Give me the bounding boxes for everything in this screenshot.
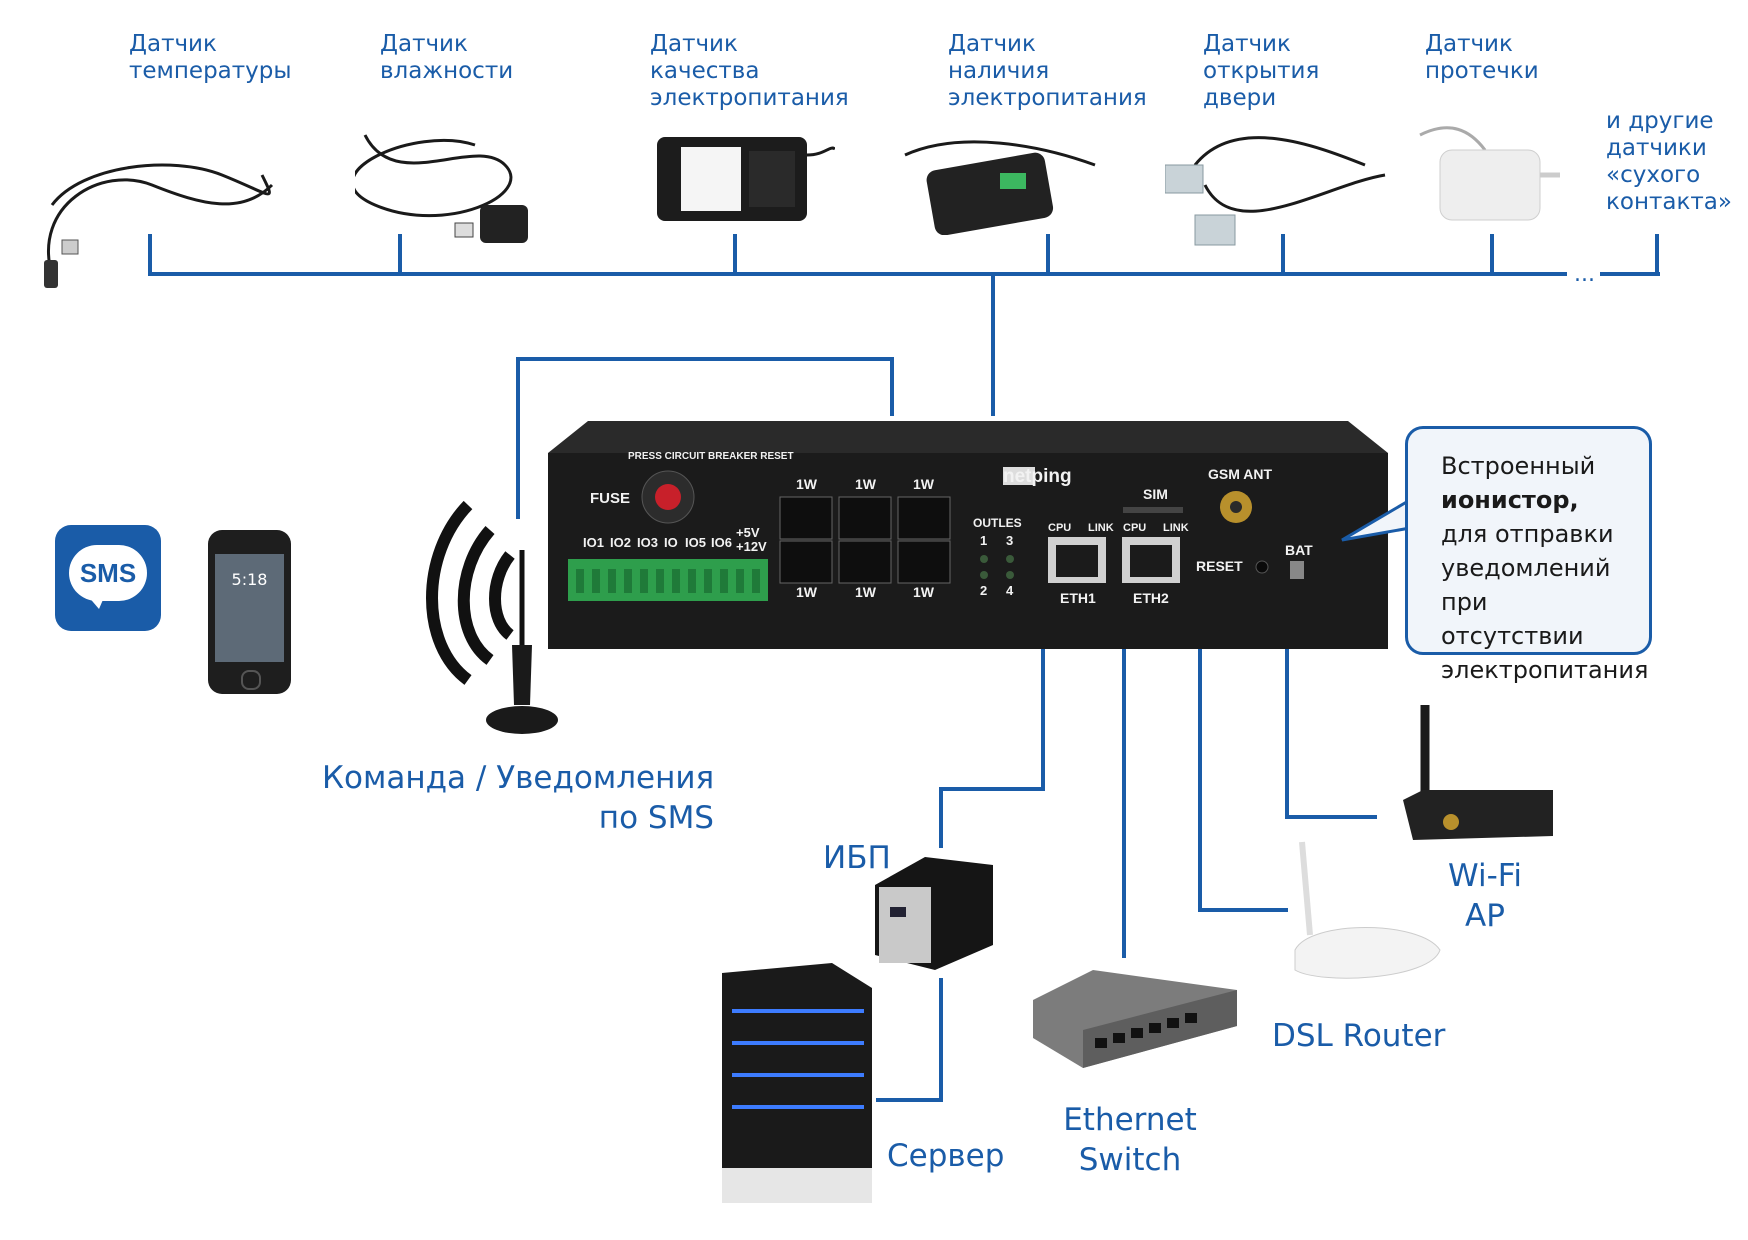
callout-pointer	[1341, 498, 1411, 542]
cpu-label: CPU	[1048, 522, 1071, 534]
cpu-label: CPU	[1123, 522, 1146, 534]
ellipsis: ...	[1574, 262, 1595, 287]
server-label: Сервер	[887, 1138, 1005, 1174]
eth2-label: ETH2	[1133, 590, 1169, 606]
link-label: LINK	[1163, 522, 1189, 534]
io-label: IO1	[583, 535, 604, 550]
bat-label: BAT	[1285, 542, 1313, 558]
gsm-ant-label: GSM ANT	[1208, 466, 1272, 482]
ups-image	[875, 857, 993, 970]
power-quality-sensor-image	[657, 137, 835, 221]
brand-logo: netping	[1003, 466, 1072, 487]
reset-label: RESET	[1196, 558, 1243, 574]
antenna-image	[426, 500, 558, 734]
onewire-label: 1W	[913, 584, 935, 600]
onewire-label: 1W	[796, 584, 818, 600]
onewire-label: 1W	[855, 476, 877, 492]
io-label: IO6	[711, 535, 732, 550]
mobile-phone: 5:18	[208, 530, 291, 694]
onewire-label: 1W	[913, 476, 935, 492]
outlets-label: OUTLES	[973, 516, 1022, 530]
onewire-label: 1W	[855, 584, 877, 600]
phone-time: 5:18	[231, 570, 268, 589]
io-label: IO	[664, 535, 678, 550]
io-label: IO2	[610, 535, 631, 550]
ups-label: ИБП	[823, 840, 891, 876]
outlet-number: 1	[980, 533, 987, 548]
leak-sensor-image	[1419, 126, 1560, 221]
sms-icon: SMS	[55, 525, 161, 631]
switch-image	[1033, 970, 1237, 1068]
router-image	[1294, 841, 1441, 979]
io-label: +5V	[736, 525, 760, 540]
power-presence-sensor-image	[904, 140, 1096, 235]
io-label: IO3	[637, 535, 658, 550]
io-label: +12V	[736, 539, 767, 554]
link-label: LINK	[1088, 522, 1114, 534]
humidity-sensor-image	[355, 134, 528, 243]
netping-device: FUSE PRESS CIRCUIT BREAKER RESET IO1 IO2…	[548, 421, 1388, 649]
fuse-label: FUSE	[590, 490, 630, 507]
breaker-label: PRESS CIRCUIT BREAKER RESET	[628, 451, 794, 462]
server-image	[722, 963, 872, 1203]
ionistor-callout: Встроенный ионистор, для отправки уведом…	[1405, 426, 1652, 684]
outlet-number: 2	[980, 583, 987, 598]
eth1-label: ETH1	[1060, 590, 1096, 606]
onewire-label: 1W	[796, 476, 818, 492]
io-label: IO5	[685, 535, 706, 550]
outlet-number: 3	[1006, 533, 1013, 548]
router-label: DSL Router	[1272, 1018, 1446, 1054]
outlet-number: 4	[1006, 583, 1014, 598]
wifi-ap-image	[1403, 705, 1553, 840]
terminal-block	[568, 559, 768, 601]
sim-label: SIM	[1143, 486, 1168, 502]
door-sensor-image	[1165, 136, 1386, 246]
temperature-sensor-image	[44, 163, 274, 288]
